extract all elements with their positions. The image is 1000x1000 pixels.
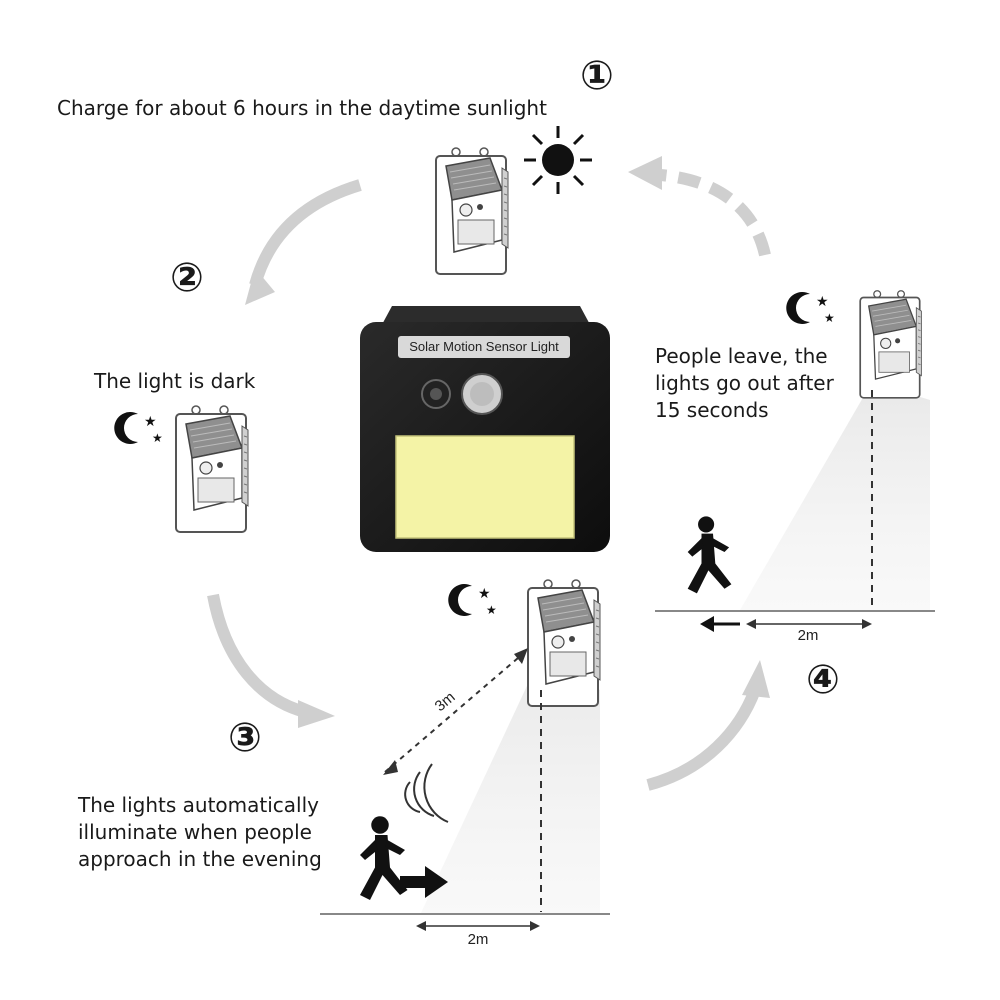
- svg-text:★: ★: [824, 311, 835, 325]
- sun-icon: [524, 126, 592, 194]
- step-3-caption-line-1: The lights automatically: [78, 793, 320, 817]
- motion-wave-icon: [404, 763, 449, 823]
- step-number-1: ①: [580, 53, 614, 99]
- cycle-arrowhead-icon: [742, 660, 770, 698]
- light-beam: [420, 658, 600, 915]
- cycle-arrowhead-icon: [298, 700, 335, 728]
- step-3-caption-line-2: illuminate when people: [78, 820, 312, 844]
- cycle-arrow-icon: [646, 687, 761, 791]
- cycle-arrowhead-icon: [245, 268, 275, 305]
- cycle-arrow-icon: [249, 179, 362, 287]
- cycle-arrow-icon: [659, 169, 771, 257]
- step-number-2: ②: [170, 255, 204, 301]
- svg-text:★: ★: [152, 431, 163, 445]
- step-2-caption: The light is dark: [94, 369, 256, 393]
- cycle-arrowhead-icon: [628, 156, 662, 190]
- moon-star-icon: ★ ★: [786, 292, 835, 325]
- svg-text:★: ★: [486, 603, 497, 617]
- direction-arrow-icon: [400, 866, 448, 898]
- svg-text:★: ★: [478, 586, 491, 602]
- running-person-icon: [687, 516, 732, 594]
- step-4-caption-line-3: 15 seconds: [655, 398, 769, 422]
- moon-star-icon: ★ ★: [448, 584, 497, 617]
- cycle-arrow-icon: [207, 593, 307, 718]
- svg-text:★: ★: [144, 414, 157, 430]
- step-4-caption-line-2: lights go out after: [655, 371, 834, 395]
- detect-range-line: [384, 651, 526, 773]
- lamp-turning-off: [859, 289, 923, 399]
- step-1-caption: Charge for about 6 hours in the daytime …: [57, 96, 547, 120]
- moon-star-icon: ★ ★: [114, 412, 163, 445]
- product-photo: Solar Motion Sensor Light: [360, 306, 610, 552]
- lamp-charging: [435, 147, 509, 275]
- led-panel: [395, 435, 575, 539]
- lamp-lit: [527, 579, 601, 707]
- svg-text:★: ★: [816, 294, 829, 310]
- step-3-caption-line-3: approach in the evening: [78, 847, 322, 871]
- step-4-caption-line-1: People leave, the: [655, 344, 828, 368]
- step-number-3: ③: [228, 715, 262, 761]
- distance-label-b: 2m: [798, 627, 819, 644]
- distance-label-a: 2m: [468, 931, 489, 948]
- product-label: Solar Motion Sensor Light: [409, 339, 559, 354]
- detect-range-label: 3m: [432, 689, 459, 715]
- light-beam: [740, 382, 930, 610]
- lamp-dark: [175, 405, 249, 533]
- step-number-4: ④: [806, 657, 840, 703]
